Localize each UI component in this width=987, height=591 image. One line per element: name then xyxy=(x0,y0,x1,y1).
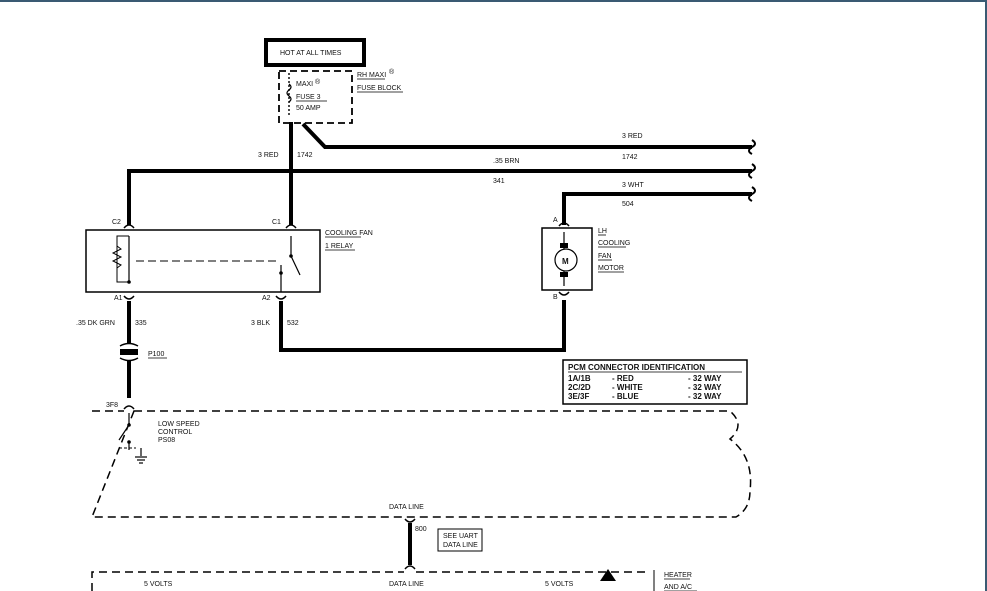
p100-label: P100 xyxy=(148,351,164,358)
volts-right: 5 VOLTS xyxy=(545,581,574,588)
wires xyxy=(127,122,752,565)
motor-label4: MOTOR xyxy=(598,265,624,272)
fuse-line1: MAXI xyxy=(296,81,313,88)
pcm-row-way: - 32 WAY xyxy=(688,374,722,383)
wire-breaks xyxy=(748,139,756,202)
pcm-row-color: - BLUE xyxy=(612,392,639,401)
control-line1: LOW SPEED xyxy=(158,421,200,428)
heater-line1: HEATER xyxy=(664,572,692,579)
pcm-row-color: - RED xyxy=(612,374,634,383)
wire-labels: 3 RED 1742 3 RED 1742 .35 BRN 341 3 WHT … xyxy=(76,133,645,533)
fuse-registered: ® xyxy=(315,78,321,86)
uart-line1: SEE UART xyxy=(443,533,479,540)
pcm-connector-table: PCM CONNECTOR IDENTIFICATION 1A/1B - RED… xyxy=(562,359,748,405)
data-wire-num: 800 xyxy=(415,526,427,533)
pcm-row: 2C/2D - WHITE - 32 WAY xyxy=(568,383,722,392)
relay-label2: 1 RELAY xyxy=(325,243,354,250)
pcm-row: 3E/3F - BLUE - 32 WAY xyxy=(568,392,722,401)
brn-num: 341 xyxy=(493,178,505,185)
block-line2: FUSE BLOCK xyxy=(357,85,402,92)
p100-connector: P100 xyxy=(119,342,167,362)
motor-pin-b: B xyxy=(553,294,558,301)
pcm-title: PCM CONNECTOR IDENTIFICATION xyxy=(568,363,705,372)
pcm-row: 1A/1B - RED - 32 WAY xyxy=(568,374,722,383)
pcm-row-color: - WHITE xyxy=(612,383,643,392)
heater-ac-module: 5 VOLTS DATA LINE 5 VOLTS HEATER AND A/C xyxy=(91,569,697,591)
w1742-left-num: 1742 xyxy=(297,152,313,159)
block-registered: ® xyxy=(389,68,395,76)
w1742-left-label: 3 RED xyxy=(258,152,279,159)
window-right-border xyxy=(985,0,987,591)
hot-label: HOT AT ALL TIMES xyxy=(280,50,342,57)
data-line: DATA LINE SEE UART DATA LINE xyxy=(389,504,483,570)
blk-label: 3 BLK xyxy=(251,320,270,327)
motor-label2: COOLING xyxy=(598,240,630,247)
blk-num: 532 xyxy=(287,320,299,327)
relay-pin-c2: C2 xyxy=(112,219,121,226)
motor-pin-a: A xyxy=(553,217,558,224)
relay-pin-c1: C1 xyxy=(272,219,281,226)
volts-left: 5 VOLTS xyxy=(144,581,173,588)
pcm-row-pins: 1A/1B xyxy=(568,374,591,383)
dkgrn-num: 335 xyxy=(135,320,147,327)
relay-label1: COOLING FAN xyxy=(325,230,373,237)
hot-at-all-times-box: HOT AT ALL TIMES xyxy=(264,38,366,67)
pcm-enclosure xyxy=(90,410,752,518)
window-top-border xyxy=(0,0,987,2)
block-line1: RH MAXI xyxy=(357,72,386,79)
relay-pin-a1: A1 xyxy=(114,295,123,302)
w1742-top-label: 3 RED xyxy=(622,133,643,140)
control-line3: PS08 xyxy=(158,437,175,444)
w1742-top-num: 1742 xyxy=(622,154,638,161)
motor-symbol: M xyxy=(562,257,569,266)
low-speed-control-switch: LOW SPEED CONTROL PS08 xyxy=(118,413,200,464)
heater-line2: AND A/C xyxy=(664,584,692,591)
pcm-row-way: - 32 WAY xyxy=(688,383,722,392)
pin-3f8: 3F8 xyxy=(106,402,118,409)
pcm-row-pins: 3E/3F xyxy=(568,392,589,401)
data-line-top: DATA LINE xyxy=(389,504,424,511)
data-line-bottom: DATA LINE xyxy=(389,581,424,588)
relay-pin-a2: A2 xyxy=(262,295,271,302)
motor-label3: FAN xyxy=(598,253,612,260)
uart-line2: DATA LINE xyxy=(443,542,478,549)
motor-label1: LH xyxy=(598,228,607,235)
fuse-line2: FUSE 3 xyxy=(296,94,321,101)
dkgrn-label: .35 DK GRN xyxy=(76,320,115,327)
fuse-block: MAXI ® FUSE 3 50 AMP RH MAXI ® FUSE BLOC… xyxy=(278,68,403,124)
wht-num: 504 xyxy=(622,201,634,208)
wht-label: 3 WHT xyxy=(622,182,645,189)
brn-label: .35 BRN xyxy=(493,158,519,165)
control-line2: CONTROL xyxy=(158,429,192,436)
fuse-line3: 50 AMP xyxy=(296,105,321,112)
pcm-row-way: - 32 WAY xyxy=(688,392,722,401)
cooling-fan-relay: C2 C1 A1 A2 COOLING FAN 1 RELAY xyxy=(85,219,373,302)
pcm-row-pins: 2C/2D xyxy=(568,383,591,392)
cooling-fan-motor: M A B LH COOLING FAN MOTOR xyxy=(541,217,630,301)
